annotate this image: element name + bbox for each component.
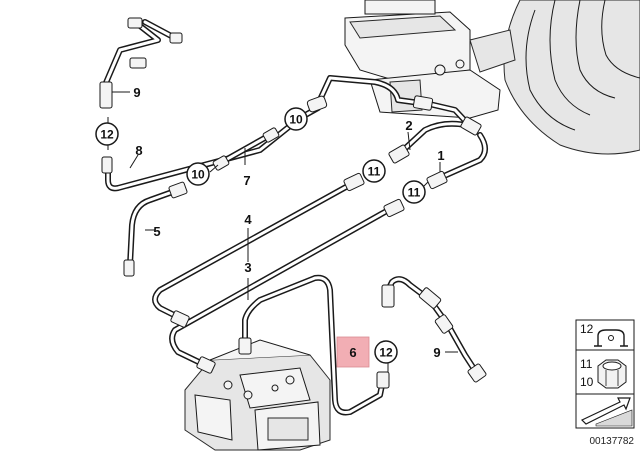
callout-1: 1	[437, 148, 444, 163]
callout-6: 6	[349, 345, 356, 360]
callout-9-top: 9	[133, 85, 140, 100]
callout-5: 5	[153, 224, 160, 239]
callout-10-upper: 10	[284, 107, 308, 131]
legend-label-10: 10	[580, 375, 594, 389]
abs-hydraulic-unit	[184, 339, 331, 451]
callout-11-upper-label: 11	[368, 165, 381, 179]
clip-bracket-icon	[594, 329, 628, 347]
callout-12-left-label: 12	[100, 128, 114, 142]
legend-label-12: 12	[580, 322, 594, 336]
brake-master-cylinder	[344, 0, 640, 155]
callout-10-lower: 10	[186, 162, 210, 186]
callout-11-upper: 11	[362, 159, 386, 183]
arrow-icon	[580, 397, 633, 427]
callout-10-lower-label: 10	[191, 168, 205, 182]
callout-7: 7	[243, 173, 250, 188]
callout-9-right: 9	[433, 345, 440, 360]
callout-2: 2	[405, 118, 412, 133]
callout-12-right: 12	[374, 340, 398, 364]
callout-11-lower: 11	[402, 180, 426, 204]
callout-11-lower-label: 11	[408, 186, 421, 200]
cap-nut-icon	[597, 359, 627, 389]
legend-label-11: 11	[580, 357, 593, 371]
highlight-box-part-6	[336, 336, 370, 368]
pipe-fittings	[99, 17, 487, 389]
callout-10-upper-label: 10	[289, 113, 303, 127]
callouts: 1 2 3 4 5 6 7 8 9 9 10 10 11 11 12	[95, 85, 445, 364]
callout-12-right-label: 12	[379, 346, 393, 360]
callout-12-left: 12	[95, 122, 119, 146]
callout-8: 8	[135, 143, 142, 158]
reference-number: 00137782	[590, 436, 635, 447]
callout-3: 3	[244, 260, 251, 275]
callout-4: 4	[244, 212, 252, 227]
legend-box: 12 11 10	[575, 319, 635, 429]
